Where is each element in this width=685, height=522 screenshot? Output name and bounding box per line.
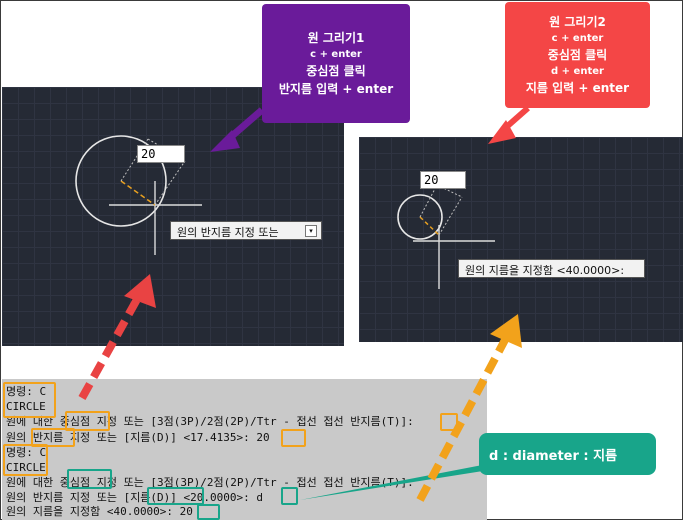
command-line-6: CIRCLE [6,461,46,474]
highlight-d-input [281,487,298,505]
callout-1-step2: 중심점 클릭 [306,64,366,78]
command-line-9: 원의 지름을 지정함 <40.0000>: 20 [6,505,193,518]
command-line-1: 명령: C [6,385,47,398]
callout-2-step3: d + enter [551,66,604,77]
dropdown-icon[interactable]: ▾ [305,225,317,237]
drawing-viewport-right[interactable]: 20 원의 지름을 지정함 <40.0000>: [359,137,683,342]
command-line-3: 원에 대한 중심점 지정 또는 [3점(3P)/2점(2P)/Ttr - 접선 … [6,415,414,428]
circle-drawing-left [75,135,202,255]
diameter-prompt-tooltip: 원의 지름을 지정함 <40.0000>: [458,259,645,278]
highlight-radius-value [281,429,306,447]
radius-input-left[interactable]: 20 [137,145,185,163]
command-line-8: 원의 반지름 지정 또는 [지름(D)] <20.0000>: d [6,491,264,504]
diameter-note-text: d : diameter : 지름 [489,448,618,464]
callout-2-step2: 중심점 클릭 [547,48,608,62]
callout-1-step1: c + enter [310,49,362,60]
radius-prompt-text: 원의 반지름 지정 또는 [177,226,279,239]
highlight-radius-t [440,413,458,431]
callout-2-step1: c + enter [551,33,604,44]
callout-2-title: 원 그리기2 [549,15,606,29]
callout-circle-1: 원 그리기1 c + enter 중심점 클릭 반지름 입력 + enter [262,4,410,123]
radius-prompt-tooltip: 원의 반지름 지정 또는 ▾ [170,221,322,240]
highlight-radius-word [31,428,75,447]
highlight-diameter-value [197,504,220,520]
diameter-note: d : diameter : 지름 [479,433,656,475]
highlight-center-point-2 [67,469,112,489]
command-line-2: CIRCLE [6,400,46,413]
callout-1-step3: 반지름 입력 + enter [278,82,394,96]
highlight-diameter-option [147,487,204,505]
highlight-command-c-1 [3,382,56,418]
callout-circle-2: 원 그리기2 c + enter 중심점 클릭 d + enter 지름 입력 … [505,2,650,108]
command-line-5: 명령: C [6,446,47,459]
callout-2-step4: 지름 입력 + enter [525,81,630,95]
highlight-center-point-1 [65,411,110,431]
circle-drawing-right [397,184,495,289]
callout-1-title: 원 그리기1 [307,31,365,45]
highlight-command-c-2 [3,444,48,476]
command-line-4: 원의 반지름 지정 또는 [지름(D)] <17.4135>: 20 [6,431,270,444]
command-history-panel[interactable]: 명령: C CIRCLE 원에 대한 중심점 지정 또는 [3점(3P)/2점(… [2,379,487,520]
drawing-viewport-left[interactable]: 20 원의 반지름 지정 또는 ▾ [2,87,344,346]
diameter-input-right[interactable]: 20 [420,171,466,189]
